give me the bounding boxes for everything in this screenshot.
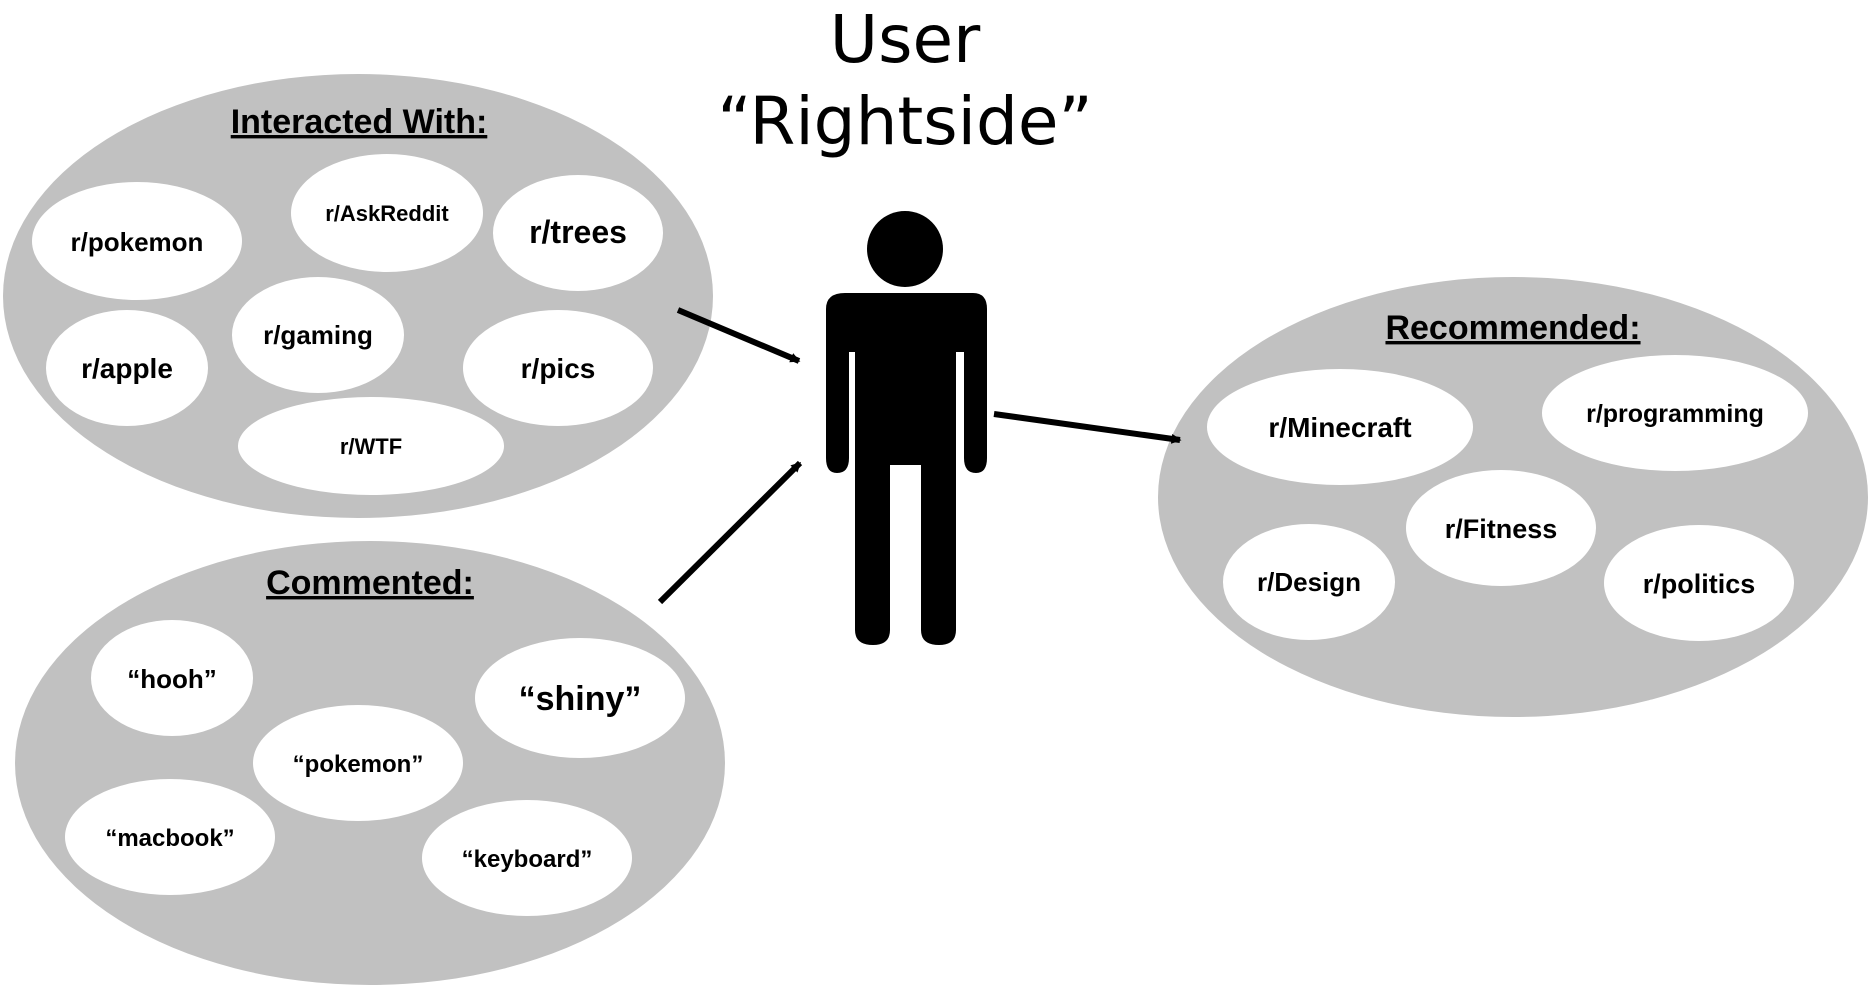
group-recommended: Recommended: r/Minecraft r/programming r… bbox=[1158, 277, 1868, 717]
bubble-r-wtf[interactable]: r/WTF bbox=[238, 397, 504, 495]
bubble-label: “shiny” bbox=[519, 680, 642, 718]
bubble-label: “pokemon” bbox=[293, 751, 424, 778]
bubble-r-askreddit[interactable]: r/AskReddit bbox=[291, 154, 483, 272]
bubble-r-programming[interactable]: r/programming bbox=[1542, 355, 1808, 471]
bubble-label: r/pokemon bbox=[71, 227, 204, 257]
bubble-r-design[interactable]: r/Design bbox=[1223, 524, 1395, 640]
group-interacted-with: Interacted With: r/pokemon r/AskReddit r… bbox=[3, 74, 713, 518]
bubble-label: r/Minecraft bbox=[1268, 412, 1411, 443]
group-interacted-heading: Interacted With: bbox=[231, 103, 488, 141]
bubble-r-pics[interactable]: r/pics bbox=[463, 310, 653, 426]
bubble-r-minecraft[interactable]: r/Minecraft bbox=[1207, 369, 1473, 485]
bubble-shiny[interactable]: “shiny” bbox=[475, 638, 685, 758]
bubble-label: r/Fitness bbox=[1445, 514, 1558, 544]
arrow-interacted-to-user bbox=[676, 307, 801, 364]
bubble-hooh[interactable]: “hooh” bbox=[91, 620, 253, 736]
bubble-label: r/AskReddit bbox=[325, 201, 449, 226]
arrow-user-to-recommended bbox=[993, 411, 1182, 444]
title-line-user: User bbox=[829, 1, 981, 78]
bubble-label: r/programming bbox=[1586, 400, 1764, 428]
group-commented-heading: Commented: bbox=[266, 564, 474, 602]
bubble-pokemon[interactable]: “pokemon” bbox=[253, 705, 463, 821]
bubble-r-gaming[interactable]: r/gaming bbox=[232, 277, 404, 393]
bubble-label: r/Design bbox=[1257, 567, 1361, 597]
bubble-label: “macbook” bbox=[105, 825, 234, 852]
bubble-label: r/gaming bbox=[263, 320, 373, 350]
group-recommended-heading: Recommended: bbox=[1385, 309, 1640, 347]
bubble-label: r/WTF bbox=[340, 434, 402, 459]
arrow-commented-to-user bbox=[657, 460, 803, 605]
person-icon bbox=[826, 211, 987, 645]
title-line-username: “Rightside” bbox=[717, 83, 1093, 160]
bubble-label: “hooh” bbox=[127, 664, 217, 694]
bubble-r-apple[interactable]: r/apple bbox=[46, 310, 208, 426]
bubble-r-pokemon[interactable]: r/pokemon bbox=[32, 182, 242, 300]
bubble-label: r/pics bbox=[521, 353, 596, 384]
bubble-keyboard[interactable]: “keyboard” bbox=[422, 800, 632, 916]
group-commented: Commented: “hooh” “shiny” “pokemon” “mac… bbox=[15, 541, 725, 985]
bubble-label: “keyboard” bbox=[462, 846, 593, 873]
bubble-macbook[interactable]: “macbook” bbox=[65, 779, 275, 895]
bubble-r-trees[interactable]: r/trees bbox=[493, 175, 663, 291]
bubble-label: r/trees bbox=[529, 214, 627, 250]
bubble-label: r/apple bbox=[81, 353, 173, 384]
bubble-r-fitness[interactable]: r/Fitness bbox=[1406, 470, 1596, 586]
bubble-label: r/politics bbox=[1643, 569, 1756, 599]
bubble-r-politics[interactable]: r/politics bbox=[1604, 525, 1794, 641]
